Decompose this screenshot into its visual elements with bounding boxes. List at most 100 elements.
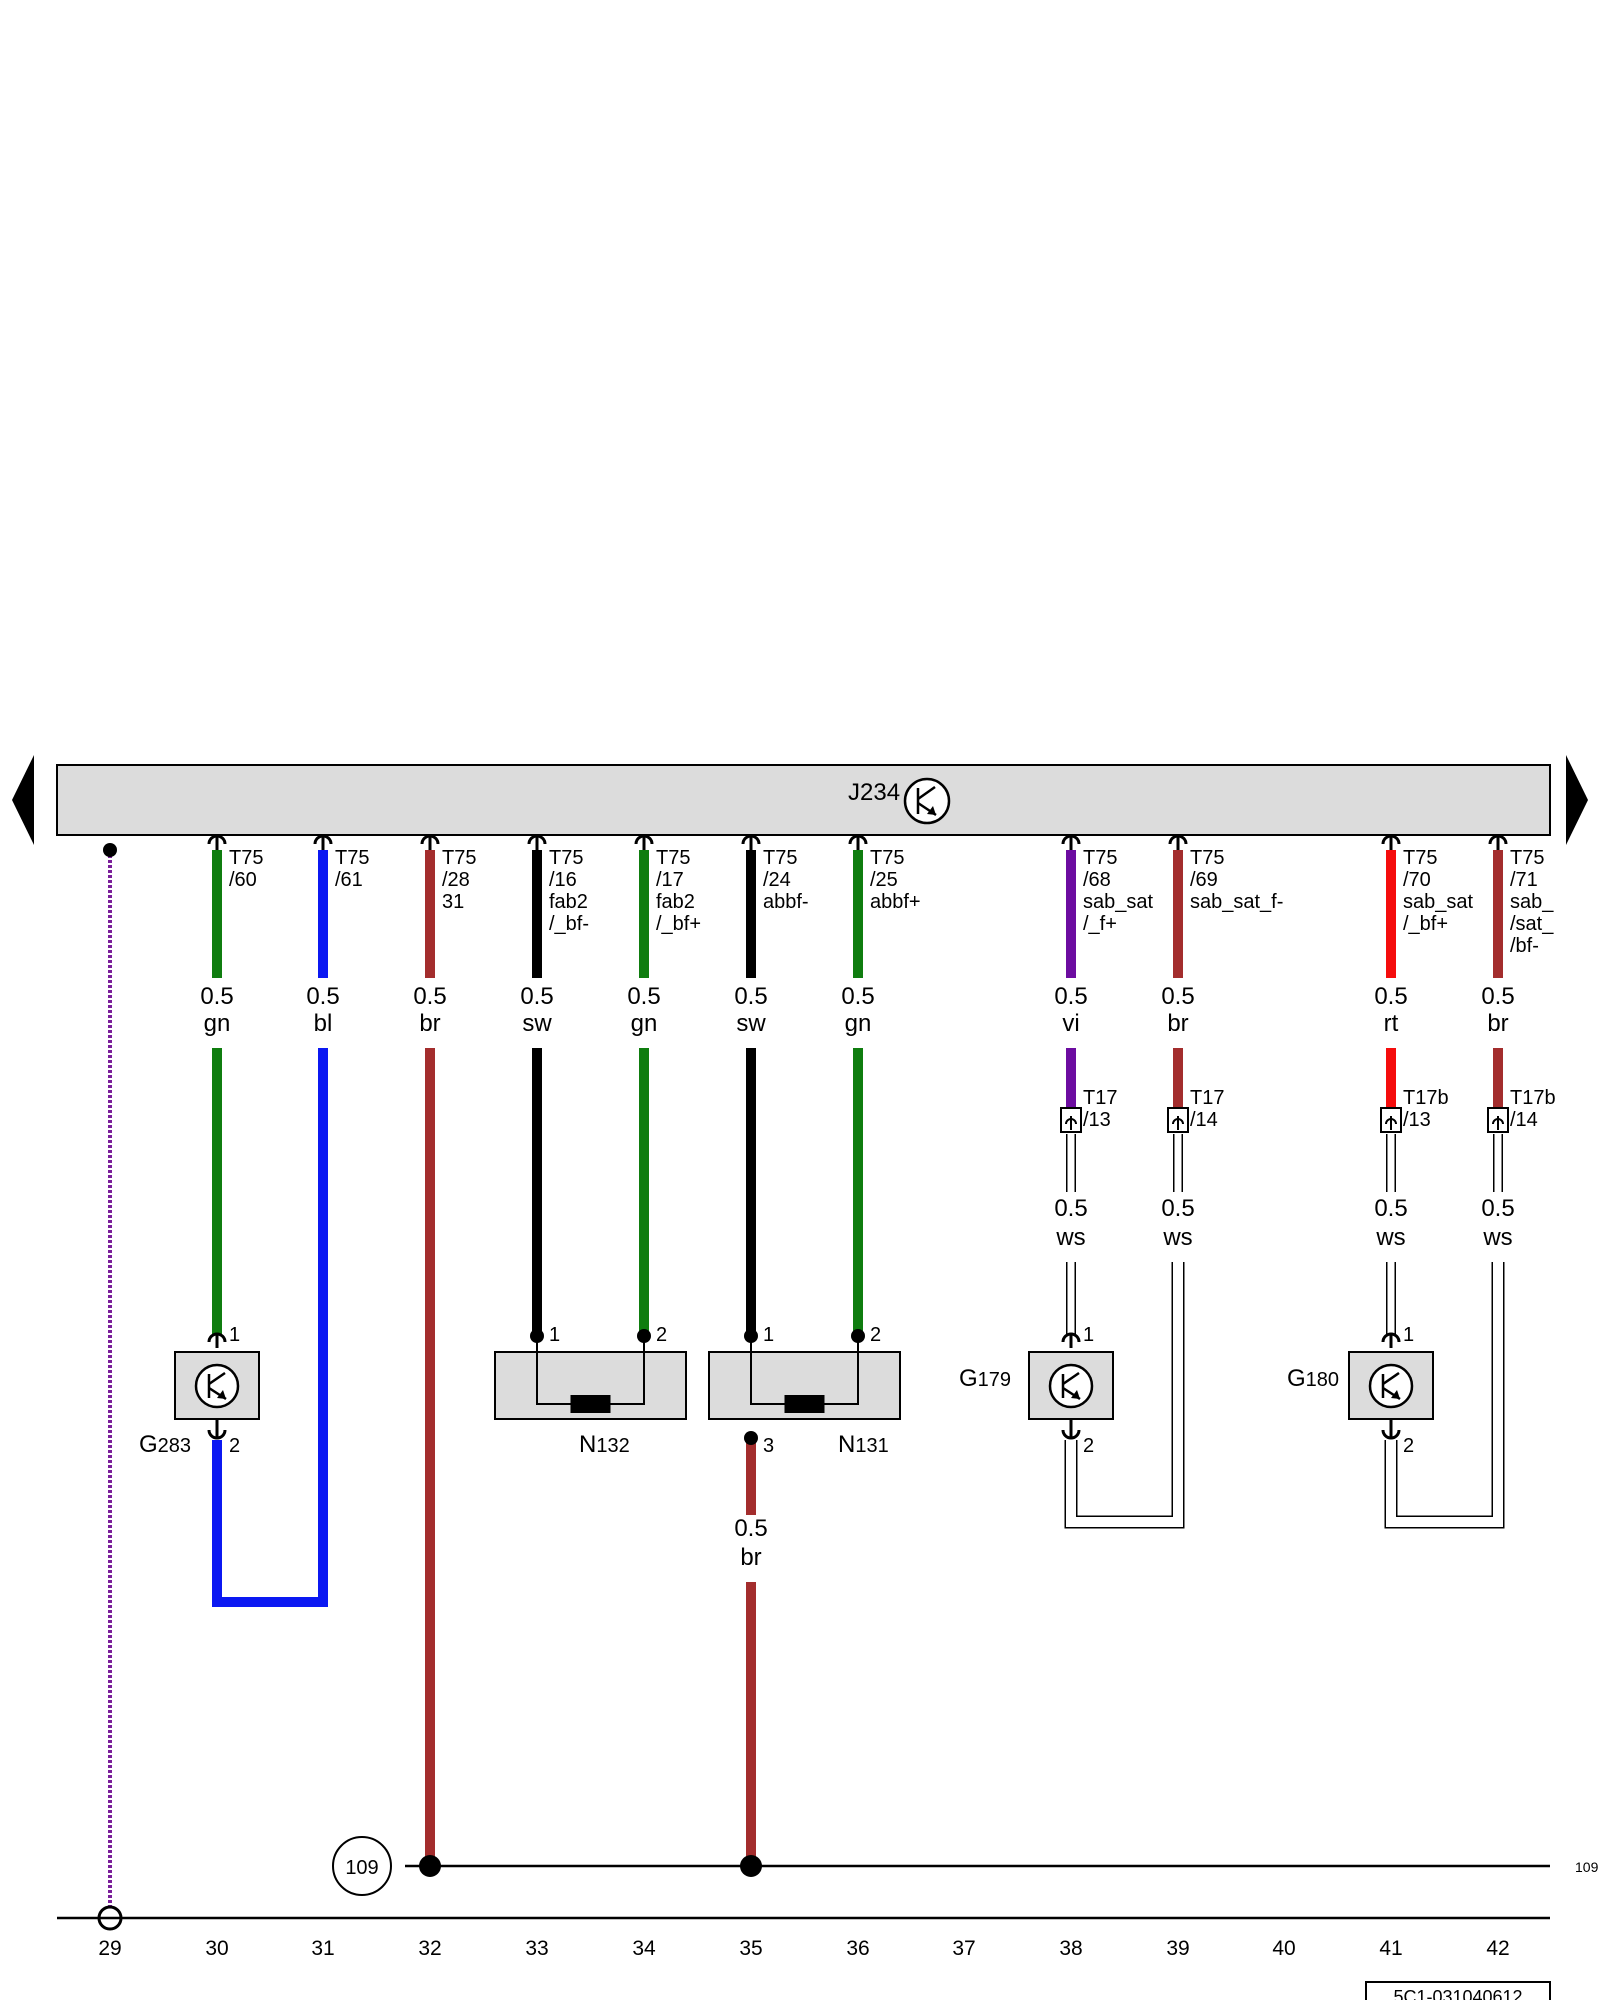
connector-label-38-0: T17: [1083, 1087, 1117, 1109]
wire-ws-loop-38-39: [1066, 1262, 1183, 1527]
pin-label-36-1: /25: [870, 869, 898, 891]
wire-size-38: 0.5: [1054, 983, 1087, 1010]
wire-color-36: gn: [845, 1010, 872, 1037]
wire-color-35: sw: [736, 1010, 766, 1037]
n131-wire-size: 0.5: [734, 1515, 767, 1542]
pin-label-33-3: /_bf-: [549, 913, 589, 935]
pin-label-32-0: T75: [442, 847, 476, 869]
pin-label-38-2: sab_sat: [1083, 891, 1153, 913]
pin-dot-left-n131: [744, 1329, 758, 1343]
pin-label-34-2: fab2: [656, 891, 695, 913]
wire-size-31: 0.5: [306, 983, 339, 1010]
component-g179: [1028, 1351, 1114, 1440]
junction-dot-29: [103, 843, 117, 857]
track-number-35: 35: [739, 1937, 762, 1960]
wire-color-39: br: [1167, 1010, 1188, 1037]
track-number-36: 36: [846, 1937, 869, 1960]
pin-num-top-g179: 1: [1083, 1324, 1094, 1346]
control-unit-label: J234: [848, 779, 900, 806]
sensor-circle: [1368, 1363, 1414, 1409]
pin-label-42-3: /sat_: [1510, 913, 1554, 935]
pin-num-left-n132: 1: [549, 1324, 560, 1346]
pin-label-38-1: /68: [1083, 869, 1111, 891]
ground-bus: 109 109: [57, 1836, 1599, 1920]
wire-color-32: br: [419, 1010, 440, 1037]
pin-label-36-0: T75: [870, 847, 904, 869]
pin-label-32-2: 31: [442, 891, 464, 913]
component-n132: [494, 1329, 687, 1420]
pin-label-41-1: /70: [1403, 869, 1431, 891]
pin-num-bottom-n131: 3: [763, 1435, 774, 1457]
sensor-symbol-icon: [903, 777, 951, 825]
pin-num-right-n131: 2: [870, 1324, 881, 1346]
pin-label-33-1: /16: [549, 869, 577, 891]
connector-38: [1060, 1107, 1082, 1133]
sensor-icon: [194, 1363, 240, 1409]
component-label-n132: N132: [579, 1431, 630, 1458]
component-label-n131: N131: [838, 1431, 889, 1458]
component-label-g179: G179: [959, 1365, 1011, 1392]
pin-label-35-0: T75: [763, 847, 797, 869]
pin-label-35-1: /24: [763, 869, 791, 891]
n131-wire-color: br: [740, 1544, 761, 1571]
wire-color-33: sw: [522, 1010, 552, 1037]
diagram-code-box: 5C1-031040612: [1365, 1981, 1551, 2000]
pin-dot-right-n132: [637, 1329, 651, 1343]
svg-text:5C1-031040612: 5C1-031040612: [1393, 1987, 1522, 2000]
pin-label-33-0: T75: [549, 847, 583, 869]
wire-color-38: vi: [1062, 1010, 1079, 1037]
component-layer: [174, 1329, 1434, 1445]
pin-num-right-n132: 2: [656, 1324, 667, 1346]
pin-label-34-1: /17: [656, 869, 684, 891]
track-number-40: 40: [1272, 1937, 1295, 1960]
pin-dot-bottom-n131: [744, 1431, 758, 1445]
track-number-29: 29: [98, 1937, 121, 1960]
pin-label-42-4: /bf-: [1510, 935, 1539, 957]
ground-point-marker: [332, 1836, 392, 1896]
sensor-circle: [1048, 1363, 1094, 1409]
pin-label-42-2: sab_: [1510, 891, 1554, 913]
wire-size-35: 0.5: [734, 983, 767, 1010]
wire-ws-loop-41-42: [1386, 1262, 1503, 1527]
control-unit-j234: J234: [12, 755, 1588, 845]
conn-wire-color-41: ws: [1375, 1224, 1405, 1251]
track-number-37: 37: [952, 1937, 975, 1960]
wire-size-33: 0.5: [520, 983, 553, 1010]
conn-wire-size-42: 0.5: [1481, 1195, 1514, 1222]
coil-icon: [570, 1395, 611, 1413]
connector-label-41-0: T17b: [1403, 1087, 1449, 1109]
track-number-39: 39: [1166, 1937, 1189, 1960]
pin-label-42-1: /71: [1510, 869, 1538, 891]
pin-label-34-3: /_bf+: [656, 913, 701, 935]
wire-color-31: bl: [314, 1010, 333, 1037]
pin-label-35-2: abbf-: [763, 891, 809, 913]
pin-label-33-2: fab2: [549, 891, 588, 913]
wire-size-36: 0.5: [841, 983, 874, 1010]
track-number-31: 31: [311, 1937, 334, 1960]
connector-39: [1167, 1107, 1189, 1133]
pin-label-31-0: T75: [335, 847, 369, 869]
sensor-circle: [194, 1363, 240, 1409]
coil-icon: [784, 1395, 825, 1413]
pin-label-39-0: T75: [1190, 847, 1224, 869]
wire-size-32: 0.5: [413, 983, 446, 1010]
pin-label-34-0: T75: [656, 847, 690, 869]
wire-size-30: 0.5: [200, 983, 233, 1010]
pin-label-41-3: /_bf+: [1403, 913, 1448, 935]
connector-label-41-1: /13: [1403, 1109, 1431, 1131]
pin-label-39-1: /69: [1190, 869, 1218, 891]
track-number-30: 30: [205, 1937, 228, 1960]
wire-loop-g283: [212, 1440, 328, 1607]
connector-label-42-1: /14: [1510, 1109, 1538, 1131]
pin-label-30-1: /60: [229, 869, 257, 891]
sensor-arrow: [1391, 1390, 1400, 1399]
pin-num-top-g180: 1: [1403, 1324, 1414, 1346]
wire-color-30: gn: [204, 1010, 231, 1037]
sensor-icon: [1368, 1363, 1414, 1409]
track-number-41: 41: [1379, 1937, 1402, 1960]
wire-size-42: 0.5: [1481, 983, 1514, 1010]
control-unit-bar: [56, 764, 1551, 836]
pin-dot-right-n131: [851, 1329, 865, 1343]
conn-wire-color-39: ws: [1162, 1224, 1192, 1251]
conn-wire-color-42: ws: [1482, 1224, 1512, 1251]
